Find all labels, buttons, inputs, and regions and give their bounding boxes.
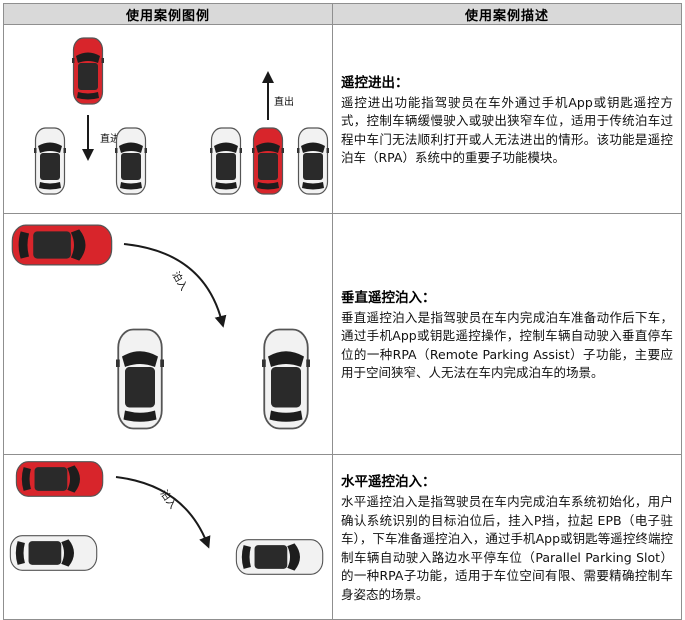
- row-text: 水平遥控泊入是指驾驶员在车内完成泊车系统初始化，用户确认系统识别的目标泊位后，挂…: [341, 494, 673, 602]
- row-title: 垂直遥控泊入：: [341, 289, 436, 306]
- white-car-icon: [262, 328, 310, 430]
- row-text: 垂直遥控泊入是指驾驶员在车内完成泊车准备动作后下车，通过手机App或钥匙遥控操作…: [341, 309, 673, 381]
- label-out: 直出: [274, 95, 294, 108]
- red-car-icon: [15, 461, 104, 497]
- label-in: 直进: [100, 132, 120, 145]
- white-car-icon: [116, 328, 164, 430]
- parallel-parking-illustration: 泊入: [3, 454, 333, 620]
- parallel-parking-description: 水平遥控泊入： 水平遥控泊入是指驾驶员在车内完成泊车系统初始化，用户确认系统识别…: [332, 454, 682, 620]
- curved-arrow-icon: [123, 243, 227, 328]
- red-car-icon: [252, 127, 284, 195]
- table-row: 泊入 水平遥控泊入： 水平遥控泊入是指驾驶员在车内完成泊车系统初始化，用户确认系…: [3, 454, 682, 620]
- row-title: 遥控进出：: [341, 74, 409, 91]
- use-case-table: 使用案例图例 使用案例描述 直进 直出 遥控进出： 遥控进出功能指驾驶员在车外通…: [3, 3, 682, 620]
- red-car-icon: [11, 224, 113, 266]
- white-car-icon: [235, 539, 324, 575]
- white-car-icon: [297, 127, 329, 195]
- red-car-icon: [72, 37, 104, 105]
- row-text: 遥控进出功能指驾驶员在车外通过手机App或钥匙遥控方式，控制车辆缓慢驶入或驶出狭…: [341, 94, 673, 166]
- table-row: 直进 直出 遥控进出： 遥控进出功能指驾驶员在车外通过手机App或钥匙遥控方式，…: [3, 24, 682, 214]
- perpendicular-parking-description: 垂直遥控泊入： 垂直遥控泊入是指驾驶员在车内完成泊车准备动作后下车，通过手机Ap…: [332, 213, 682, 455]
- perpendicular-parking-illustration: 泊入: [3, 213, 333, 455]
- header-desc-column: 使用案例描述: [332, 3, 682, 25]
- row-title: 水平遥控泊入：: [341, 474, 436, 490]
- white-car-icon: [9, 535, 98, 571]
- white-car-icon: [115, 127, 147, 195]
- white-car-icon: [210, 127, 242, 195]
- remote-in-out-description: 遥控进出： 遥控进出功能指驾驶员在车外通过手机App或钥匙遥控方式，控制车辆缓慢…: [332, 24, 682, 214]
- label-path: 泊入: [169, 270, 189, 293]
- curved-arrow-icon: [115, 476, 211, 549]
- remote-in-out-illustration: 直进 直出: [3, 24, 333, 214]
- white-car-icon: [34, 127, 66, 195]
- table-row: 泊入 垂直遥控泊入： 垂直遥控泊入是指驾驶员在车内完成泊车准备动作后下车，通过手…: [3, 213, 682, 455]
- header-image-column: 使用案例图例: [3, 3, 333, 25]
